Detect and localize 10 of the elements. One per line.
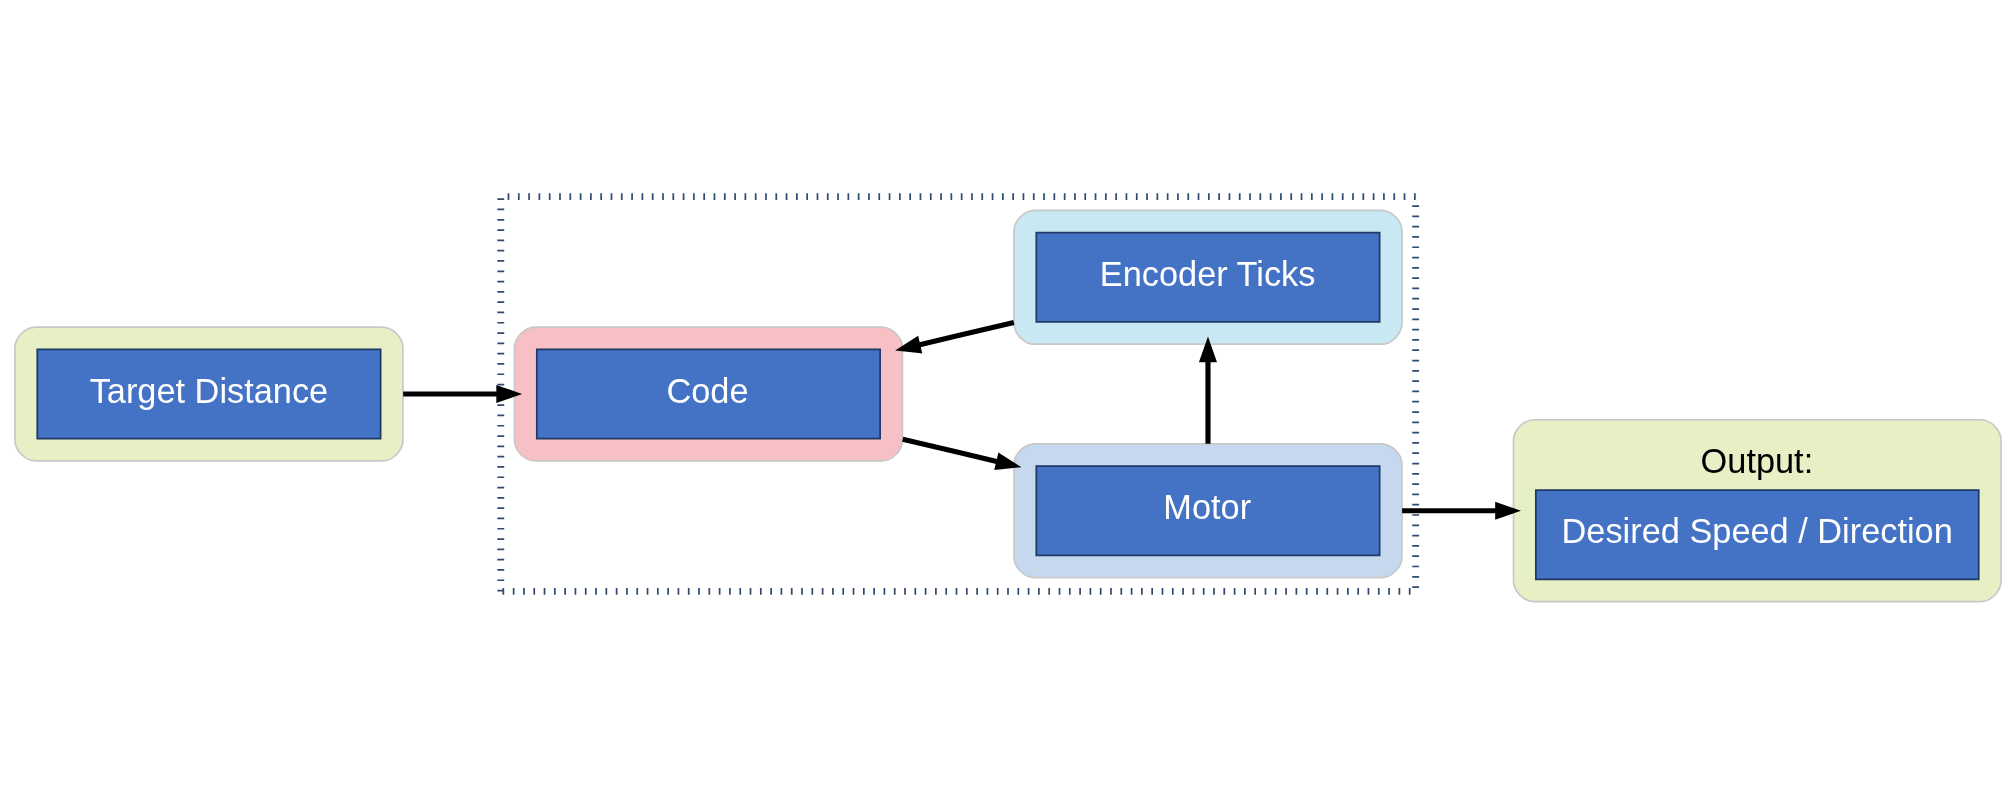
arrow <box>895 319 1015 353</box>
arrow <box>1198 335 1217 444</box>
node-box: Encoder Ticks <box>1013 208 1403 345</box>
arrow <box>403 384 523 403</box>
arrow <box>1402 501 1521 520</box>
node-box: Motor <box>1013 442 1403 579</box>
arrow <box>902 436 1022 470</box>
node-box: Code <box>513 325 904 462</box>
node-box: Target Distance <box>14 325 404 462</box>
node-box: Output: Desired Speed / Direction <box>1512 418 2002 603</box>
